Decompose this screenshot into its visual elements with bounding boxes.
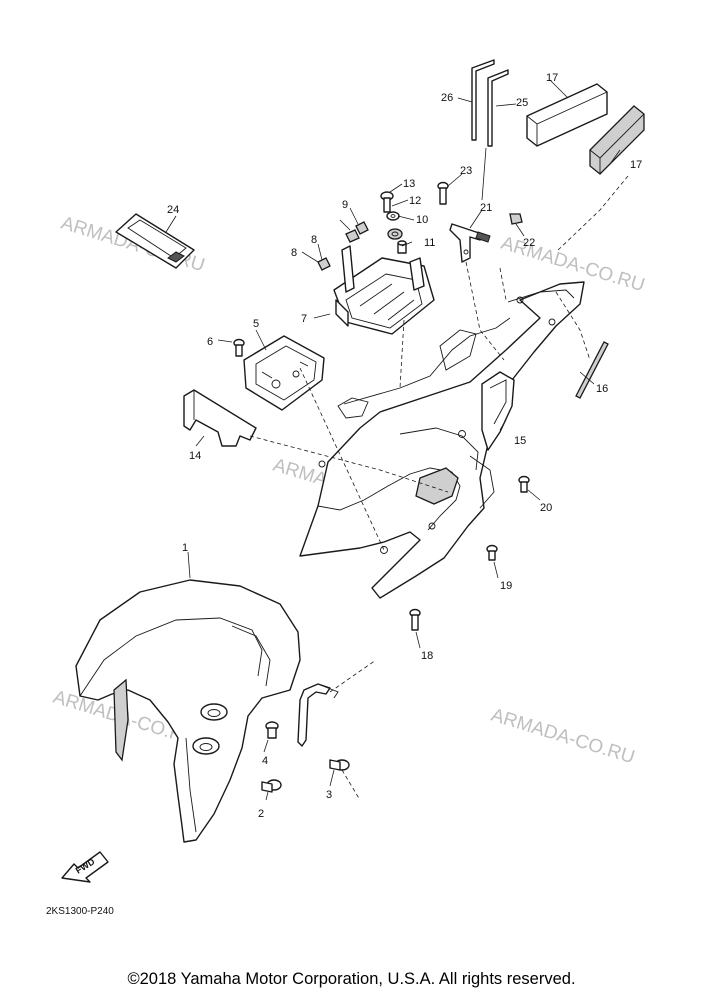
- part-17-pad-a: [526, 83, 608, 147]
- callout-3: 3: [326, 789, 332, 801]
- fwd-arrow-icon: FWD: [61, 851, 109, 883]
- callout-9: 9: [342, 199, 348, 211]
- callout-17b: 17: [630, 159, 642, 171]
- part-9-damper: [345, 229, 360, 243]
- watermark-5: ARMADA-CO.RU: [489, 705, 637, 769]
- callout-21: 21: [480, 202, 492, 214]
- part-20-screw: [518, 475, 530, 493]
- callout-23: 23: [460, 165, 472, 177]
- callout-6: 6: [207, 336, 213, 348]
- callout-25: 25: [516, 97, 528, 109]
- part-13-bolt: [380, 191, 394, 213]
- callout-11: 11: [424, 237, 435, 249]
- part-6-screw: [233, 338, 245, 357]
- part-23-bolt: [437, 181, 449, 205]
- callout-8b: 8: [311, 234, 317, 246]
- part-3-bolt: [329, 759, 350, 771]
- callout-12: 12: [409, 195, 421, 207]
- callout-16: 16: [596, 383, 608, 395]
- part-21-bracket: [449, 223, 491, 263]
- part-4-grommet: [265, 721, 279, 739]
- part-19-screw: [486, 544, 498, 561]
- callout-8a: 8: [291, 247, 297, 259]
- part-18-screw: [409, 608, 421, 631]
- part-25-strip: [487, 69, 509, 147]
- part-17-pad-b: [589, 105, 645, 175]
- callout-19: 19: [500, 580, 512, 592]
- diagram-code: 2KS1300-P240: [46, 906, 114, 917]
- callout-4: 4: [262, 755, 268, 767]
- part-hose-guide: [297, 683, 339, 747]
- callout-13: 13: [403, 178, 415, 190]
- part-14-cover: [183, 389, 257, 447]
- part-1-front-fender: [75, 579, 301, 843]
- part-26-strip: [471, 59, 495, 141]
- callout-22: 22: [523, 237, 535, 249]
- callout-7: 7: [301, 313, 307, 325]
- callout-2: 2: [258, 808, 264, 820]
- part-24-plate: [115, 213, 195, 269]
- part-2-bolt: [261, 779, 282, 793]
- leader-lines: [165, 79, 621, 801]
- callout-1: 1: [182, 542, 188, 554]
- part-22-nut: [509, 213, 523, 225]
- callout-5: 5: [253, 318, 259, 330]
- callout-17a: 17: [546, 72, 558, 84]
- part-16-strip: [575, 341, 609, 399]
- exploded-view: ARMADA-CO.RU ARMADA-CO.RU ARMADA-CO.RU A…: [46, 59, 647, 917]
- callout-26: 26: [441, 92, 453, 104]
- part-11-collar: [397, 240, 407, 254]
- alignment-lines: [249, 175, 629, 801]
- part-5-holder: [243, 335, 325, 411]
- callout-20: 20: [540, 502, 552, 514]
- callout-24: 24: [167, 204, 179, 216]
- part-10-grommet: [387, 228, 403, 240]
- callout-14: 14: [189, 450, 201, 462]
- part-7-bracket: [333, 245, 435, 335]
- callout-10: 10: [416, 214, 428, 226]
- copyright-notice: ©2018 Yamaha Motor Corporation, U.S.A. A…: [127, 970, 576, 988]
- callout-15: 15: [514, 435, 526, 447]
- part-8-damper-a: [355, 221, 369, 235]
- part-8-damper-b: [317, 257, 331, 271]
- callout-18: 18: [421, 650, 433, 662]
- part-15-tail-cowl: [299, 281, 585, 599]
- part-12-washer: [386, 211, 400, 221]
